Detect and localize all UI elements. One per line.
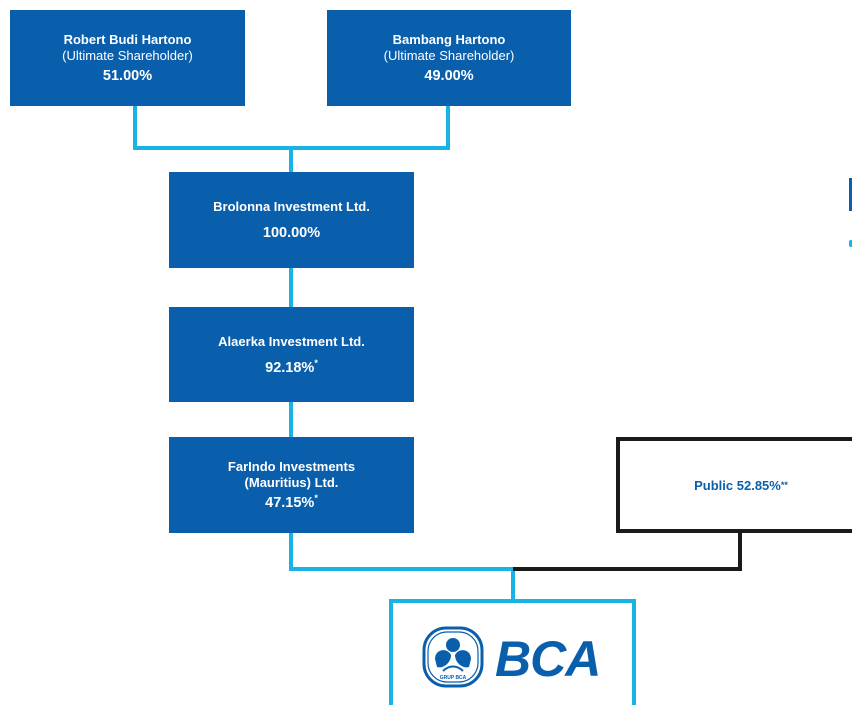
entity-box-alaerka: Alaerka Investment Ltd. 92.18%* — [169, 307, 414, 402]
connector-public-bca — [513, 533, 742, 571]
bca-logo: GRUP BCA BCA — [421, 625, 601, 689]
footnote-mark: * — [314, 357, 318, 368]
shareholder-box-bambang: Bambang Hartono (Ultimate Shareholder) 4… — [327, 10, 571, 106]
entity-percent-value: 92.18% — [265, 359, 315, 376]
entity-percent: 47.15%* — [265, 493, 318, 511]
bca-company-box: GRUP BCA BCA — [389, 599, 636, 705]
entity-percent: 92.18%* — [265, 357, 318, 376]
shareholder-role: (Ultimate Shareholder) — [62, 48, 193, 63]
connector-bambang — [291, 106, 450, 150]
bca-logo-text: BCA — [495, 631, 601, 687]
entity-name: Alaerka Investment Ltd. — [218, 333, 365, 349]
connector-farindo-bca — [289, 533, 515, 599]
entity-box-farindo: FarIndo Investments (Mauritius) Ltd. 47.… — [169, 437, 414, 533]
bca-emblem-caption: GRUP BCA — [440, 675, 467, 681]
shareholder-percent: 51.00% — [102, 68, 153, 84]
shareholder-percent: 49.00% — [424, 68, 474, 84]
entity-box-brolonna: Brolonna Investment Ltd. 100.00% — [169, 172, 414, 268]
shareholder-name: Robert Budi Hartono — [63, 32, 192, 47]
edge-fragment — [849, 240, 852, 247]
shareholder-role: (Ultimate Shareholder) — [383, 48, 515, 63]
entity-name-line1: FarIndo Investments — [227, 459, 356, 474]
shareholder-name: Bambang Hartono — [392, 32, 506, 47]
public-label: Public 52.85% — [694, 477, 781, 493]
entity-name: Brolonna Investment Ltd. — [213, 199, 370, 214]
connector-robert — [133, 106, 291, 150]
shareholder-box-robert: Robert Budi Hartono (Ultimate Shareholde… — [10, 10, 245, 106]
entity-name-line2: (Mauritius) Ltd. — [244, 475, 339, 490]
bca-emblem-icon: GRUP BCA — [422, 626, 484, 688]
footnote-mark: * — [314, 493, 318, 504]
entity-percent: 100.00% — [263, 225, 320, 241]
entity-percent-value: 100.00% — [262, 225, 321, 241]
entity-percent-value: 47.15% — [265, 495, 315, 511]
public-shareholder-box: Public 52.85%** — [616, 437, 852, 533]
edge-fragment — [849, 178, 852, 211]
